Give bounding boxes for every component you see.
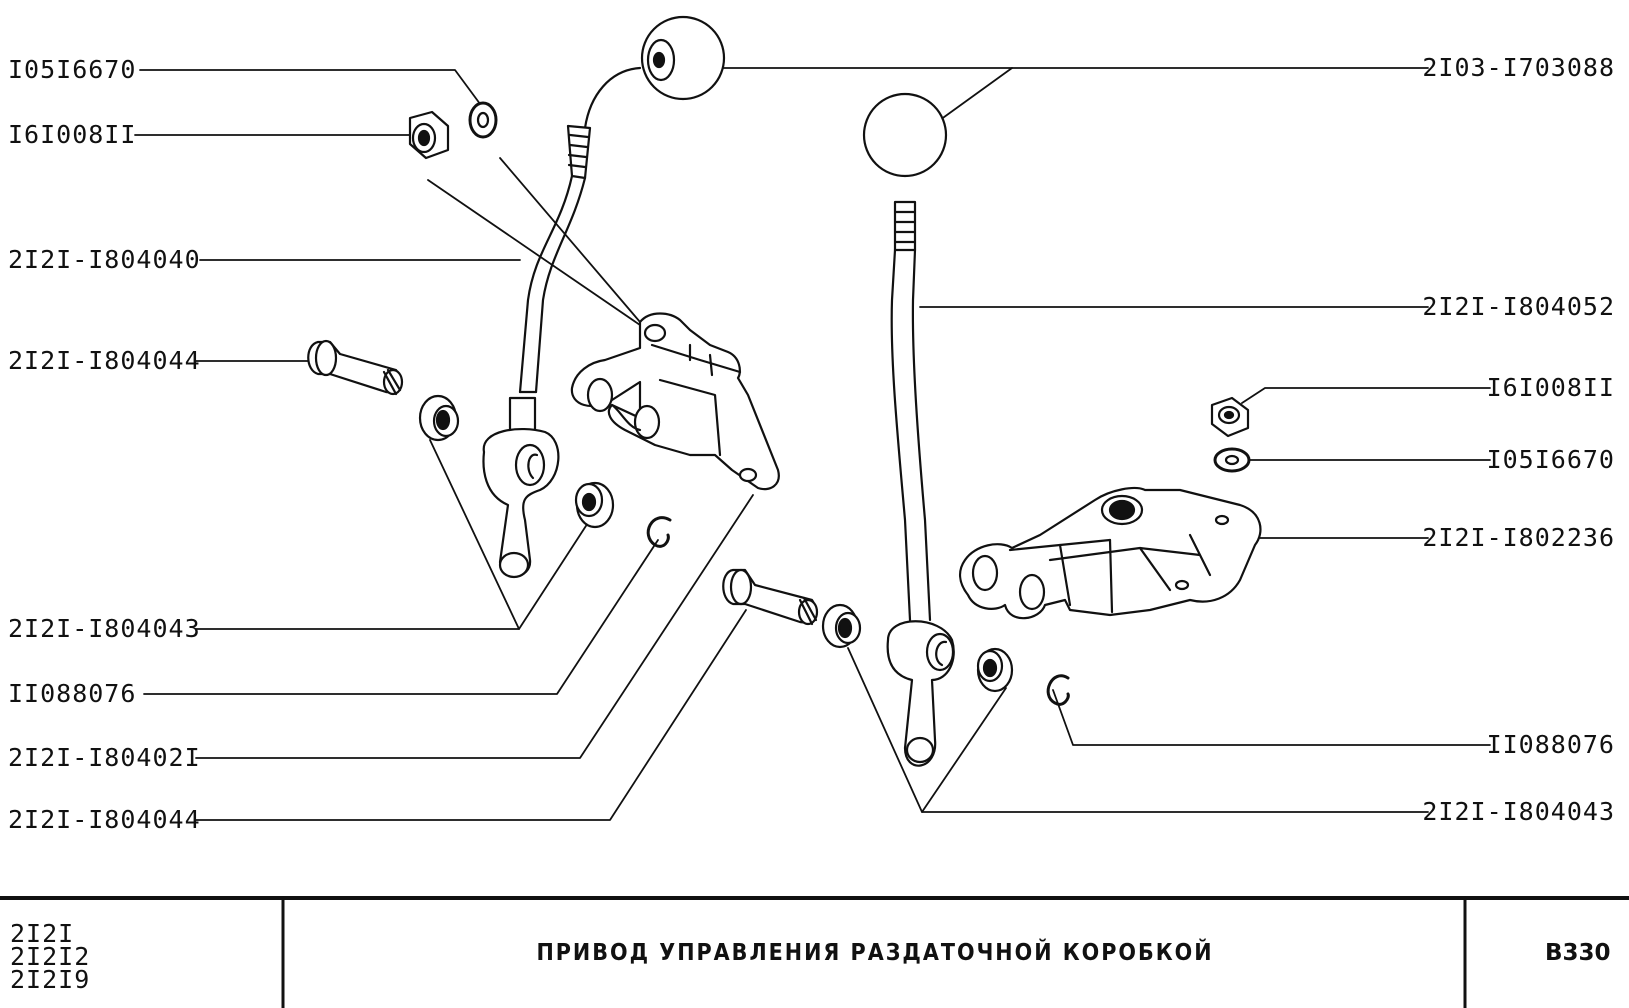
nut-left: [408, 110, 450, 160]
part-label: 2I2I-I804040: [8, 245, 201, 274]
knob-left: [583, 15, 726, 130]
part-label: I05I6670: [1486, 445, 1615, 474]
bracket-right: [959, 486, 1262, 620]
model-code: 2I2I: [10, 919, 75, 948]
part-label: I6I008II: [1486, 373, 1615, 402]
bush-right-2: [976, 647, 1014, 693]
bolt-right: [722, 568, 819, 626]
bush-left-1: [418, 394, 460, 442]
title-block-frame: [0, 896, 1629, 1008]
leader-lines-left: [134, 69, 754, 821]
part-label: 2I2I-I804044: [8, 346, 201, 375]
part-label: 2I2I-I804044: [8, 805, 201, 834]
sheet-code: B330: [1545, 940, 1611, 966]
lever-right: [886, 200, 955, 767]
model-list: 2I2I 2I2I2 2I2I9: [10, 919, 91, 994]
clip-right: [1046, 674, 1070, 706]
drawing-title: ПРИВОД УПРАВЛЕНИЯ РАЗДАТОЧНОЙ КОРОБКОЙ: [536, 940, 1214, 966]
part-label: 2I2I-I802236: [1422, 523, 1615, 552]
washer-left: [468, 101, 498, 139]
leader-lines-right: [709, 67, 1491, 813]
part-label: I6I008II: [8, 120, 137, 149]
model-code: 2I2I9: [10, 965, 91, 994]
part-label: 2I2I-I804052: [1422, 292, 1615, 321]
bush-right-1: [821, 603, 862, 649]
part-label: II088076: [1486, 730, 1615, 759]
clip-left: [646, 516, 672, 548]
bush-left-2: [574, 481, 615, 529]
lever-left: [482, 124, 592, 579]
part-label: 2I2I-I80402I: [8, 743, 201, 772]
bracket-left: [570, 312, 780, 491]
part-label: 2I2I-I804043: [8, 614, 201, 643]
model-code: 2I2I2: [10, 942, 91, 971]
part-label: 2I03-I703088: [1422, 53, 1615, 82]
nut-right: [1210, 396, 1250, 438]
part-label: I05I6670: [8, 55, 137, 84]
knob-right: [862, 92, 948, 178]
washer-right: [1213, 447, 1251, 473]
part-label: 2I2I-I804043: [1422, 797, 1615, 826]
bolt-left: [307, 339, 404, 396]
part-label: II088076: [8, 679, 137, 708]
